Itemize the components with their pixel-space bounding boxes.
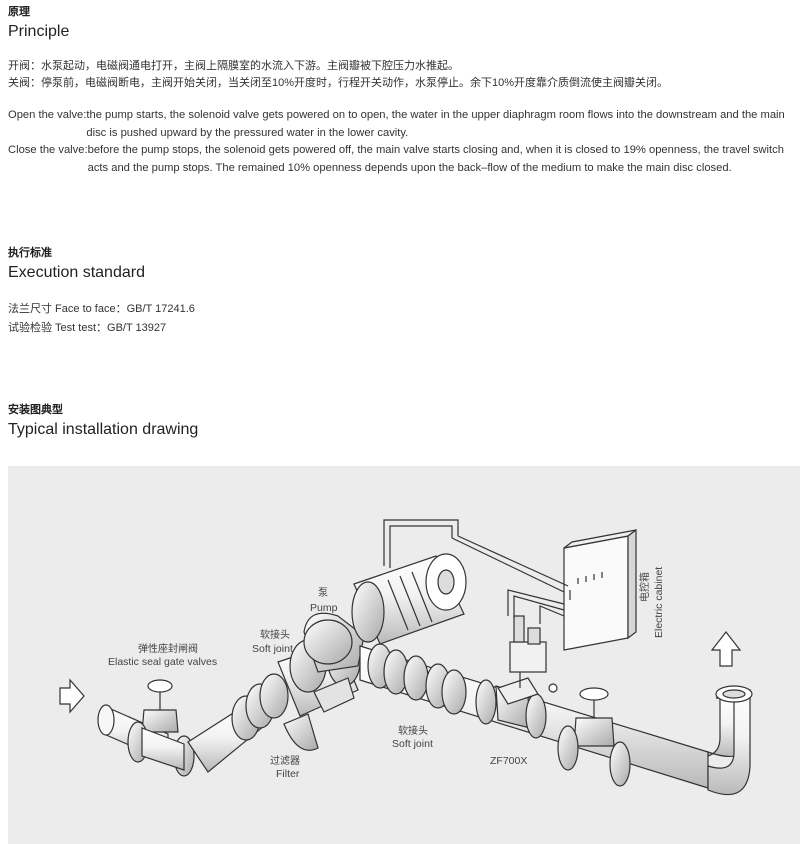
zf700x-valve: [475, 615, 558, 739]
pump-label-cn: 泵: [318, 587, 328, 599]
close-valve-row: Close the valve: before the pump stops, …: [8, 142, 798, 177]
cabinet-label-cn: 电控箱: [638, 572, 651, 602]
close-valve-text: before the pump stops, the solenoid gets…: [87, 144, 784, 174]
gate-valve-label-en: Elastic seal gate valves: [108, 656, 217, 668]
principle-en-text: Open the valve: the pump starts, the sol…: [8, 107, 798, 177]
principle-cn-open: 开阀：水泵起动，电磁阀通电打开，主阀上隔膜室的水流入下游。主阀瓣被下腔压力水推起…: [8, 60, 459, 72]
gate-valve-label-cn: 弹性座封闸阀: [138, 642, 198, 655]
standard-lines: 法兰尺寸 Face to face：GB/T 17241.6 试验检验 Test…: [8, 300, 195, 338]
principle-heading-en: Principle: [8, 23, 70, 40]
principle-cn-text: 开阀：水泵起动，电磁阀通电打开，主阀上隔膜室的水流入下游。主阀瓣被下腔压力水推起…: [8, 58, 668, 92]
soft-joint-1-label-en: Soft joint: [252, 643, 293, 655]
soft-joint-1-label-cn: 软接头: [260, 628, 290, 641]
standard-section: 执行标准 Execution standard: [8, 244, 145, 282]
soft-joint-2-label-en: Soft joint: [392, 738, 433, 750]
electric-cabinet: [563, 528, 637, 651]
principle-cn-close: 关阀：停泵前，电磁阀断电，主阀开始关闭，当关闭至10%开度时，行程开关动作，水泵…: [8, 77, 669, 89]
soft-joint-1: [231, 673, 289, 741]
standard-face-to-face: 法兰尺寸 Face to face：GB/T 17241.6: [8, 303, 195, 315]
gate-valve-1: [127, 679, 195, 777]
standard-test: 试验检验 Test test：GB/T 13927: [8, 322, 167, 334]
zf700x-label: ZF700X: [490, 755, 527, 767]
soft-joint-2: [367, 643, 467, 715]
soft-joint-2-label-cn: 软接头: [398, 724, 428, 737]
pump: [303, 553, 467, 713]
gate-valve-2: [557, 687, 631, 787]
standard-heading-en: Execution standard: [8, 264, 145, 281]
open-valve-text: the pump starts, the solenoid valve gets…: [86, 109, 785, 139]
installation-heading-en: Typical installation drawing: [8, 421, 199, 438]
cabinet-label-en: Electric cabinet: [653, 567, 665, 638]
filter-label-cn: 过滤器: [270, 754, 300, 767]
outlet-riser-pipe: [707, 685, 753, 796]
principle-section: 原理 Principle: [8, 3, 69, 41]
close-valve-label: Close the valve:: [8, 144, 88, 157]
pump-label-en: Pump: [310, 602, 338, 614]
control-cables: [383, 519, 569, 624]
installation-section: 安装图典型 Typical installation drawing: [8, 401, 198, 439]
principle-heading-cn: 原理: [8, 6, 30, 18]
open-valve-row: Open the valve: the pump starts, the sol…: [8, 107, 798, 142]
installation-drawing: 弹性座封闸阀 Elastic seal gate valves 软接头 Soft…: [8, 466, 800, 844]
outlet-arrow-icon: [710, 631, 742, 667]
open-valve-label: Open the valve:: [8, 109, 87, 121]
filter-label-en: Filter: [276, 768, 300, 780]
inlet-arrow-icon: [59, 678, 85, 714]
standard-heading-cn: 执行标准: [8, 247, 52, 259]
installation-heading-cn: 安装图典型: [8, 404, 63, 416]
